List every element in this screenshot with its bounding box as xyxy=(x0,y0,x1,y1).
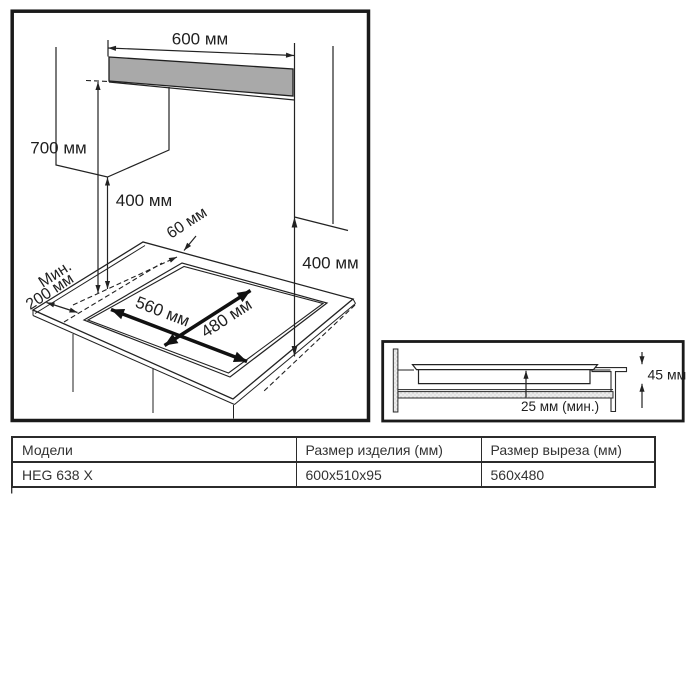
cell-cutout-size: 560x480 xyxy=(480,461,656,488)
main-frame-border xyxy=(10,9,371,423)
dim-45-label: 45 мм xyxy=(648,367,687,383)
dim-back-gap: 60 мм xyxy=(164,204,210,251)
dim-min-side: Мин. 200 мм xyxy=(23,258,78,314)
right-support-profile xyxy=(591,367,628,413)
dim-600-label: 600 мм xyxy=(172,30,228,49)
dim-25-label: 25 мм (мин.) xyxy=(521,399,599,414)
hob-body-profile xyxy=(417,370,591,385)
col-header-cutout-size: Размер выреза (мм) xyxy=(480,436,656,463)
dim-400-left-label: 400 мм xyxy=(116,191,172,210)
table-header-row: Модели Размер изделия (мм) Размер выреза… xyxy=(11,436,656,463)
reference-dashed-lines xyxy=(63,256,356,393)
right-wall-cabinet xyxy=(294,46,349,232)
section-frame-border xyxy=(381,340,685,423)
dim-hood-height: 700 мм xyxy=(30,82,101,293)
dim-shelf-clearance: 25 мм (мин.) xyxy=(521,370,599,414)
cell-product-size: 600x510x95 xyxy=(295,461,482,488)
left-wall-cabinet xyxy=(55,47,170,178)
bottom-shelf-panel xyxy=(397,391,614,399)
arrow-up-icon xyxy=(291,217,298,228)
main-installation-view: 600 мм 700 мм 400 мм 400 мм xyxy=(10,9,371,423)
spec-table: Модели Размер изделия (мм) Размер выреза… xyxy=(11,436,656,488)
dim-install-depth: 45 мм xyxy=(639,352,687,408)
dim-cabinet-left: 400 мм xyxy=(104,177,172,289)
table-row: HEG 638 X 600x510x95 560x480 xyxy=(11,461,656,488)
dim-560-label: 560 мм xyxy=(133,293,193,331)
side-wall-panel xyxy=(392,348,399,413)
hob-glass-profile xyxy=(411,364,599,371)
dim-hood-width: 600 мм xyxy=(107,30,295,58)
cross-section-view: 25 мм (мин.) 45 мм xyxy=(381,340,687,423)
dim-400-right-label: 400 мм xyxy=(302,254,358,273)
cell-model: HEG 638 X xyxy=(11,461,297,488)
col-header-models: Модели xyxy=(11,436,297,463)
cooker-hood xyxy=(85,56,295,101)
dim-700-label: 700 мм xyxy=(30,139,86,158)
col-header-product-size: Размер изделия (мм) xyxy=(295,436,482,463)
